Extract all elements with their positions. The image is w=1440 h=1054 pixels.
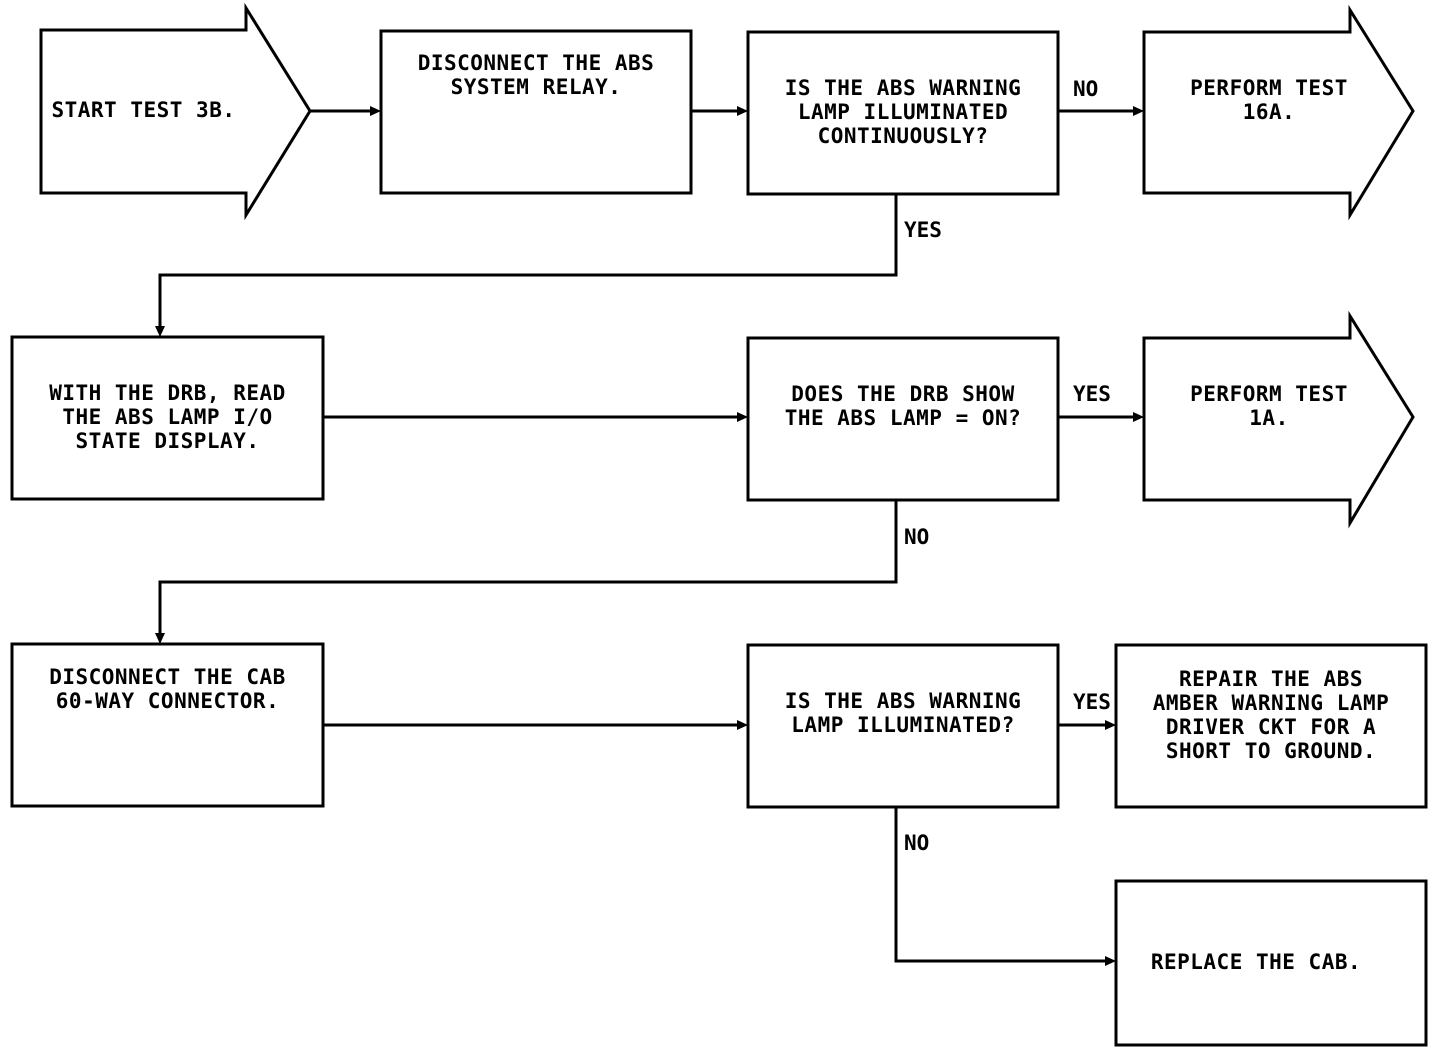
arrowhead [155,326,165,337]
repair-driver-label: REPAIR THE ABS AMBER WARNING LAMP DRIVER… [1152,667,1390,763]
perform-test-1a-label: PERFORM TEST 1A. [1190,382,1348,430]
arrowhead [370,106,381,116]
start-test-3b-label: START TEST 3B. [51,98,236,122]
perform-test-16a-label: PERFORM TEST 16A. [1190,76,1348,124]
arrowhead [155,633,165,644]
disconnect-relay-label: DISCONNECT THE ABS SYSTEM RELAY. [417,51,655,99]
edge-label-illuminated-yes: YES [1073,690,1111,714]
replace-cab-box [1114,879,1428,1047]
lamp-continuous-question: IS THE ABS WARNING LAMP ILLUMINATED CONT… [784,76,1022,148]
drb-on-question: DOES THE DRB SHOW THE ABS LAMP = ON? [784,382,1022,430]
edge-label-illuminated-no: NO [904,831,930,855]
edge-label-drb-no: NO [904,525,930,549]
edge-label-continuous-yes: YES [904,218,942,242]
arrowhead [737,106,748,116]
connector-drb-no [158,500,898,635]
connector-continuous-yes [158,194,898,328]
lamp-illuminated-question: IS THE ABS WARNING LAMP ILLUMINATED? [784,689,1022,737]
read-drb-label: WITH THE DRB, READ THE ABS LAMP I/O STAT… [49,381,286,453]
arrowhead [1133,412,1144,422]
edge-label-drb-yes: YES [1073,382,1111,406]
arrowhead [1105,720,1116,730]
start-arrow-shape [39,2,312,221]
replace-cab-label: REPLACE THE CAB. [1150,950,1362,974]
edge-label-continuous-no: NO [1073,77,1099,101]
arrowhead [737,720,748,730]
arrowhead [737,412,748,422]
perform-1a-arrow-shape [1142,310,1415,529]
lamp-continuous-decision-box [746,30,1060,196]
lamp-illuminated-decision-box [746,643,1060,809]
arrowhead [1133,106,1144,116]
perform-16a-arrow-shape [1142,4,1415,221]
connector-illuminated-no [894,807,1107,963]
disconnect-relay-box [379,29,693,195]
disconnect-cab-label: DISCONNECT THE CAB 60-WAY CONNECTOR. [49,665,286,713]
drb-on-decision-box [746,336,1060,502]
arrowhead [1105,956,1116,966]
repair-driver-box [1114,643,1428,809]
